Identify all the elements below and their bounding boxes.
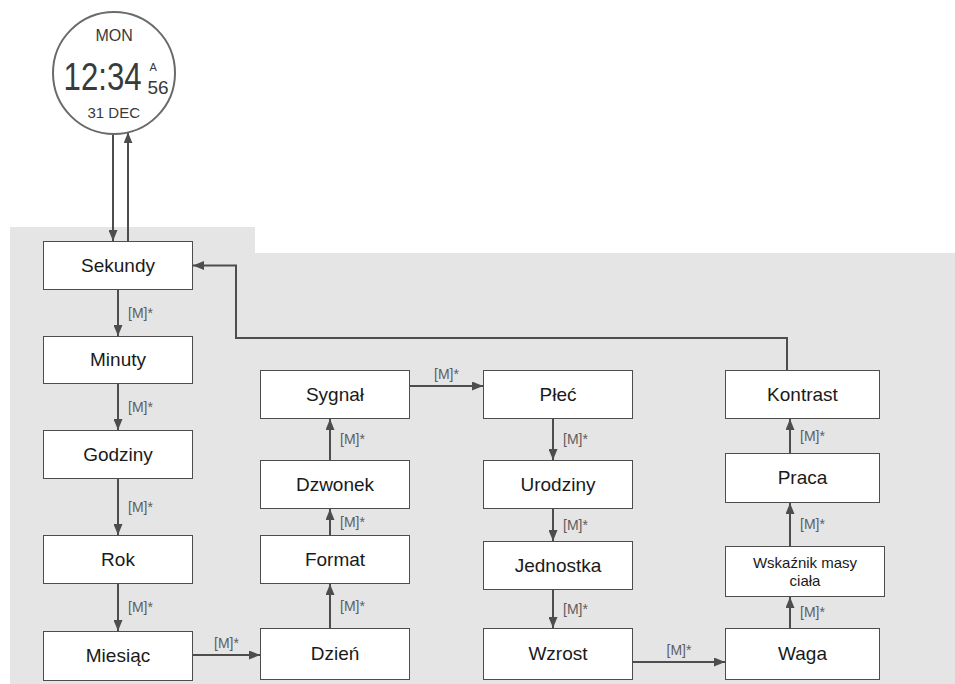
menu-label: Dzień — [305, 643, 366, 665]
menu-label: Kontrast — [761, 384, 844, 406]
menu-box: Miesiąc — [43, 631, 193, 681]
flow-arrow — [127, 132, 129, 241]
menu-label: Jednostka — [509, 555, 608, 577]
menu-box: Waga — [725, 628, 880, 680]
flow-arrow — [789, 419, 791, 453]
menu-label: Praca — [772, 467, 834, 489]
flow-arrow — [552, 590, 554, 628]
flow-arrow — [329, 509, 331, 535]
button-label: [M]* — [666, 643, 693, 658]
menu-box: Praca — [725, 453, 880, 503]
menu-label: Rok — [95, 549, 141, 571]
menu-label: Miesiąc — [80, 645, 156, 667]
flow-arrow — [410, 385, 483, 387]
watch-text: 56 — [148, 78, 169, 97]
menu-label: Format — [299, 549, 371, 571]
button-label: [M]* — [339, 599, 366, 614]
menu-label: Urodziny — [515, 474, 602, 496]
flow-arrow — [112, 134, 114, 241]
watch-face: MON 12:34 A 56 31 DEC — [52, 11, 176, 135]
menu-box: Sekundy — [43, 241, 193, 290]
button-label: [M]* — [339, 515, 366, 530]
button-label: [M]* — [562, 602, 589, 617]
flow-arrow — [552, 419, 554, 460]
menu-box: Jednostka — [483, 541, 633, 590]
button-label: [M]* — [799, 517, 826, 532]
menu-box: Kontrast — [725, 370, 880, 419]
menu-label: Minuty — [84, 349, 152, 371]
flow-arrow — [329, 419, 331, 460]
menu-box: Minuty — [43, 336, 193, 384]
menu-box: Dzwonek — [260, 460, 410, 509]
menu-label: Sygnał — [300, 384, 370, 406]
flow-arrow — [552, 509, 554, 541]
menu-box: Godziny — [43, 430, 193, 479]
flow-arrow — [329, 584, 331, 628]
menu-label: Wskaźnik masy ciała — [733, 554, 877, 589]
flow-arrow — [789, 503, 791, 546]
flow-arrow — [633, 661, 725, 663]
flow-arrow — [193, 654, 260, 656]
menu-box: Format — [260, 535, 410, 584]
menu-label: Godziny — [77, 444, 159, 466]
button-label: [M]* — [562, 518, 589, 533]
button-label: [M]* — [127, 400, 154, 415]
watch-text: MON — [96, 28, 133, 44]
flow-arrow — [117, 584, 119, 631]
menu-box: Wzrost — [483, 628, 633, 680]
menu-label: Waga — [772, 643, 833, 665]
button-label: [M]* — [433, 367, 460, 382]
menu-label: Wzrost — [522, 643, 593, 665]
button-label: [M]* — [799, 429, 826, 444]
flow-arrow — [117, 290, 119, 336]
button-label: [M]* — [339, 432, 366, 447]
panel-ground — [10, 227, 955, 684]
button-label: [M]* — [127, 500, 154, 515]
flow-arrow — [117, 384, 119, 430]
menu-label: Sekundy — [75, 255, 161, 277]
button-label: [M]* — [213, 636, 240, 651]
menu-box: Urodziny — [483, 460, 633, 509]
watch-text: 31 DEC — [88, 105, 141, 120]
menu-label: Dzwonek — [290, 474, 380, 496]
flow-arrow — [117, 479, 119, 535]
flow-arrow — [789, 597, 791, 628]
menu-box: Rok — [43, 535, 193, 584]
menu-box: Sygnał — [260, 370, 410, 419]
menu-box: Dzień — [260, 628, 410, 680]
button-label: [M]* — [127, 306, 154, 321]
menu-label: Płeć — [534, 384, 583, 406]
watch-text: A — [150, 62, 157, 73]
menu-box: Wskaźnik masy ciała — [725, 546, 885, 597]
button-label: [M]* — [799, 605, 826, 620]
button-label: [M]* — [562, 432, 589, 447]
flow-arrow — [193, 266, 787, 371]
watch-circle — [53, 12, 175, 134]
button-label: [M]* — [127, 600, 154, 615]
watch-text: 12:34 — [63, 58, 141, 96]
menu-box: Płeć — [483, 370, 633, 419]
